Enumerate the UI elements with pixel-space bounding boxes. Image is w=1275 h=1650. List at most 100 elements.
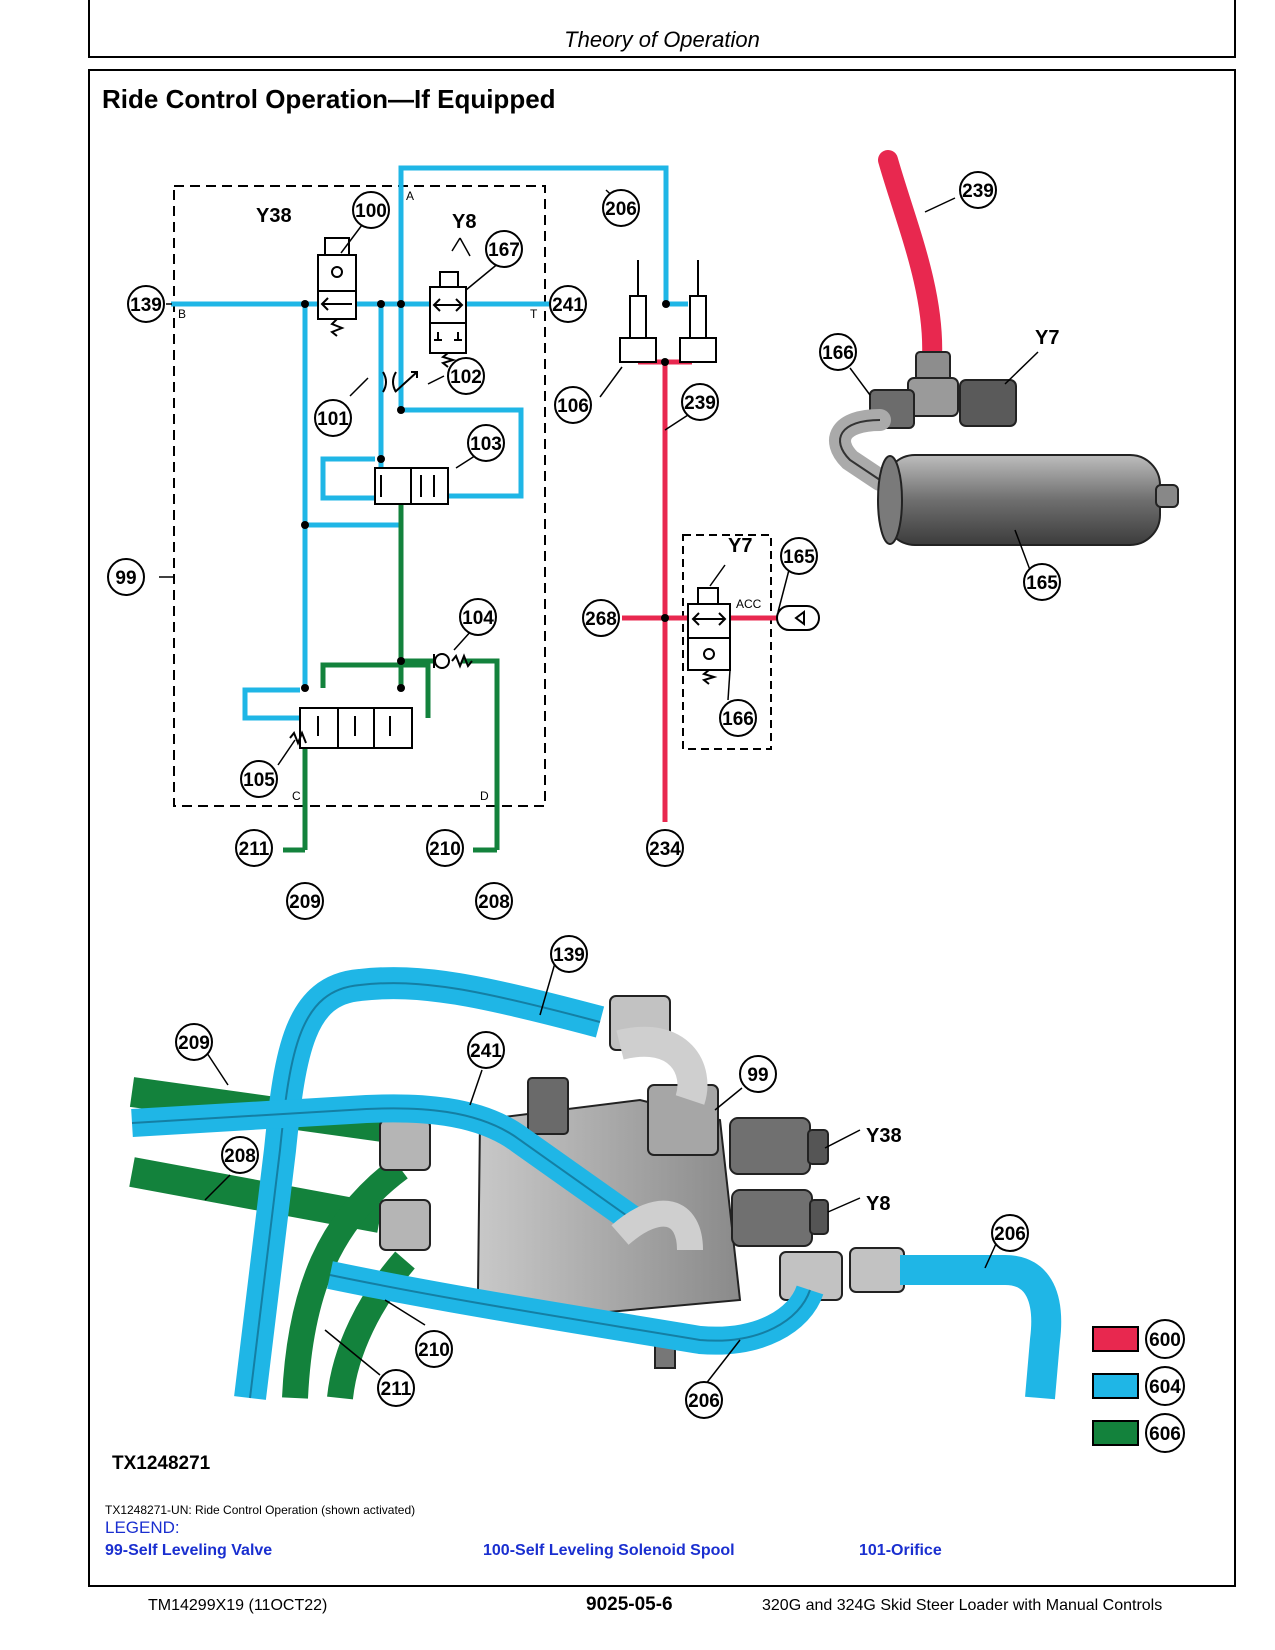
callout-label: 239 — [684, 393, 716, 414]
render-bottom-leaders — [204, 962, 1001, 1386]
callout-268: 268 — [582, 599, 620, 637]
callout-label: 165 — [1026, 573, 1058, 594]
port-t: T — [530, 307, 538, 321]
callout-label: 102 — [450, 367, 482, 388]
callout-104: 104 — [459, 598, 497, 636]
callout-604: 604 — [1145, 1366, 1185, 1406]
self-leveling-valve-boundary — [173, 185, 546, 807]
callout-label: 211 — [381, 1379, 412, 1400]
callout-139: 139 — [127, 285, 165, 323]
callout-label: 208 — [224, 1146, 256, 1167]
callout-209: 209 — [175, 1023, 213, 1061]
render-label-y7: Y7 — [1035, 327, 1059, 349]
callout-label: 139 — [130, 295, 162, 316]
callout-label: 100 — [355, 201, 387, 222]
callout-label: 606 — [1149, 1424, 1181, 1445]
solenoid-valve-100 — [317, 237, 357, 337]
callout-103: 103 — [467, 424, 505, 462]
y7-valve-boundary — [682, 534, 772, 750]
callout-606: 606 — [1145, 1413, 1185, 1453]
port-a: A — [406, 189, 414, 203]
callout-label: 104 — [462, 608, 494, 629]
callout-165: 165 — [1023, 563, 1061, 601]
render-label-y38: Y38 — [866, 1125, 902, 1147]
render-label-y8: Y8 — [866, 1193, 890, 1215]
callout-label: 106 — [557, 396, 589, 417]
label-y8: Y8 — [452, 211, 476, 233]
callout-label: 206 — [994, 1224, 1026, 1245]
footer-manual-title: 320G and 324G Skid Steer Loader with Man… — [762, 1597, 1163, 1614]
callout-139: 139 — [550, 935, 588, 973]
callout-label: 211 — [239, 839, 270, 860]
callout-99: 99 — [107, 558, 145, 596]
callout-label: 208 — [478, 892, 510, 913]
callout-165: 165 — [780, 537, 818, 575]
callout-label: 209 — [289, 892, 321, 913]
callout-211: 211 — [235, 829, 273, 867]
accumulator-165-symbol — [776, 605, 820, 631]
callout-208: 208 — [221, 1136, 259, 1174]
callout-101: 101 — [314, 399, 352, 437]
port-acc: ACC — [736, 597, 762, 611]
accumulator-render — [829, 150, 1179, 546]
port-labels: A B T C D ACC — [178, 189, 762, 803]
callout-239: 239 — [959, 171, 997, 209]
top-render-callouts: 239 166 165 — [819, 171, 1061, 601]
valve-render — [129, 967, 1062, 1400]
schematic-labels: Y38 Y8 Y7 — [256, 205, 752, 557]
render-top-leaders — [849, 197, 1039, 571]
spool-valve-103 — [374, 467, 449, 505]
header-box: Theory of Operation — [88, 0, 1236, 58]
port-c: C — [292, 789, 301, 803]
footer-page-number: 9025-05-6 — [586, 1594, 673, 1615]
callout-166: 166 — [719, 699, 757, 737]
callout-208: 208 — [475, 882, 513, 920]
callout-105: 105 — [240, 760, 278, 798]
port-d: D — [480, 789, 489, 803]
legend-item-100: 100-Self Leveling Solenoid Spool — [483, 1542, 735, 1559]
solenoid-valve-y7 — [687, 587, 731, 685]
callout-label: 99 — [115, 568, 136, 589]
footer-doc-id: TM14299X19 (11OCT22) — [148, 1597, 328, 1614]
callout-241: 241 — [467, 1031, 505, 1069]
callout-label: 139 — [553, 945, 585, 966]
callout-206: 206 — [991, 1214, 1029, 1252]
callout-label: 166 — [722, 709, 754, 730]
callout-206: 206 — [602, 189, 640, 227]
callout-label: 239 — [962, 181, 994, 202]
color-swatch-604 — [1092, 1373, 1139, 1399]
blue-lines — [171, 165, 688, 721]
legend-item-99: 99-Self Leveling Valve — [105, 1542, 273, 1559]
cylinders-106 — [619, 260, 717, 363]
callout-label: 234 — [649, 839, 681, 860]
callout-209: 209 — [286, 882, 324, 920]
callout-label: 210 — [429, 839, 461, 860]
page-title: Ride Control Operation—If Equipped — [102, 84, 556, 114]
solenoid-valve-167 — [429, 271, 467, 368]
junction-dots — [301, 300, 670, 692]
callout-label: 268 — [585, 609, 617, 630]
callout-label: 101 — [317, 409, 349, 430]
color-key: 600 604 606 — [1092, 1319, 1185, 1453]
callout-label: 210 — [418, 1340, 450, 1361]
callout-210: 210 — [415, 1330, 453, 1368]
callout-label: 604 — [1149, 1377, 1181, 1398]
callout-206: 206 — [685, 1381, 723, 1419]
callout-label: 166 — [822, 343, 854, 364]
callout-label: 167 — [488, 240, 520, 261]
content-frame — [88, 69, 1236, 1587]
callout-600: 600 — [1145, 1319, 1185, 1359]
callout-label: 103 — [470, 434, 502, 455]
schematic-callouts: 99 100 101 102 103 104 105 106 139 165 166 167 206 20… — [107, 189, 818, 920]
check-valve-104 — [433, 653, 473, 669]
legend-item-101: 101-Orifice — [859, 1542, 942, 1559]
hydraulic-schematic — [159, 165, 820, 853]
callout-label: 105 — [243, 770, 275, 791]
callout-211: 211 — [377, 1369, 415, 1407]
callout-106: 106 — [554, 386, 592, 424]
figure-caption: TX1248271-UN: Ride Control Operation (sh… — [105, 1503, 416, 1517]
port-b: B — [178, 307, 186, 321]
spool-valve-105 — [289, 707, 413, 749]
orifice-101 — [382, 371, 418, 393]
